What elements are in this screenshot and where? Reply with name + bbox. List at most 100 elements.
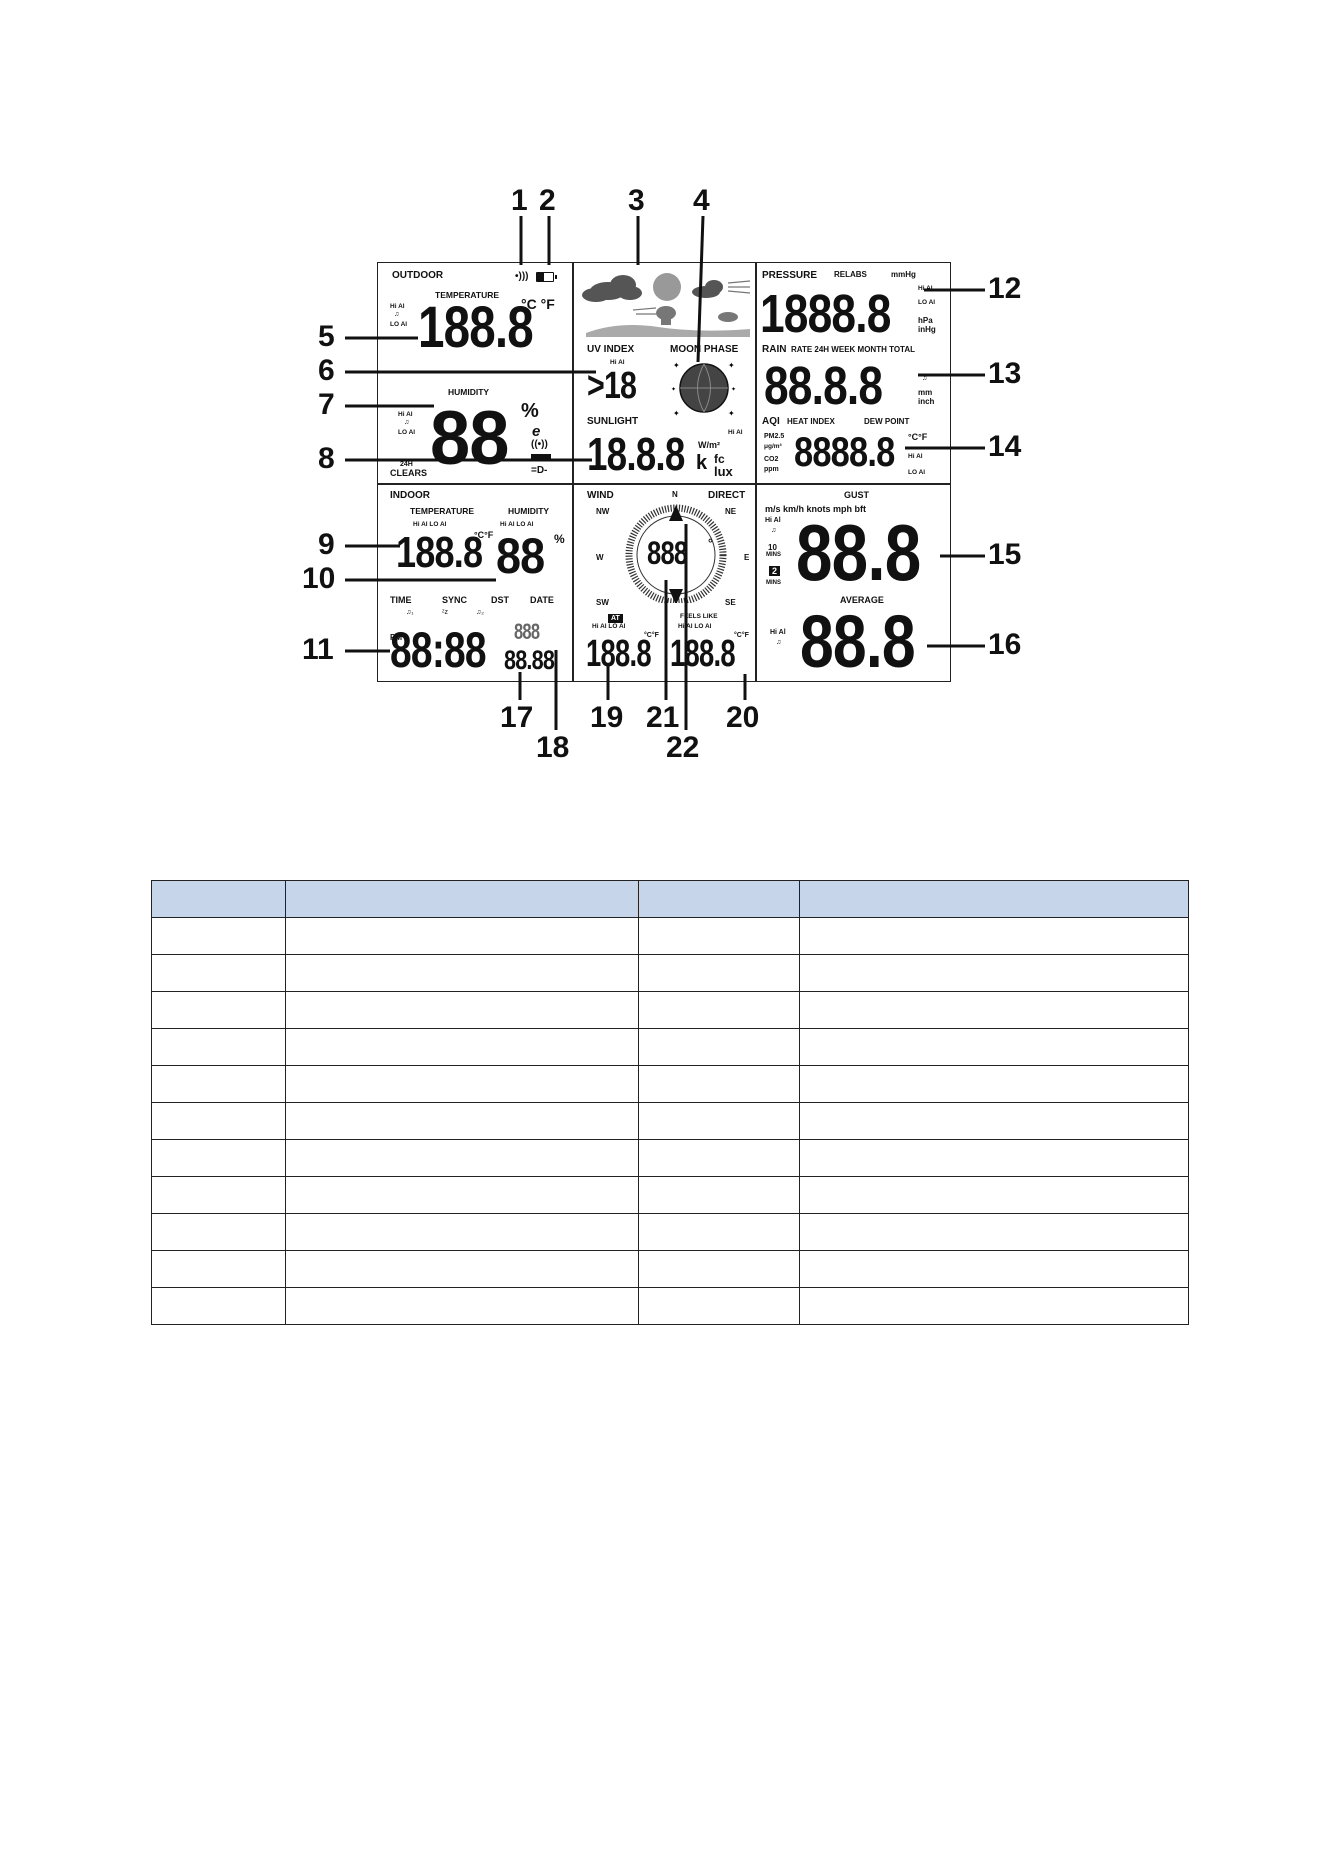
outdoor-humidity-value: 88 (430, 396, 509, 481)
feels-like-value: 188.8 (670, 633, 736, 675)
outdoor-temp-hi-al: Hi Al (390, 303, 405, 310)
outdoor-humidity-percent: % (521, 400, 539, 422)
table-cell (799, 954, 1189, 992)
svg-text:✦: ✦ (673, 361, 680, 370)
compass-n: N (672, 490, 678, 499)
table-cell (151, 917, 286, 955)
outdoor-temperature-label: TEMPERATURE (435, 290, 500, 300)
gust-ten: 10 (768, 543, 777, 552)
outdoor-temp-lo-al: LO Al (390, 321, 408, 328)
indoor-humidity-value: 88 (496, 528, 545, 584)
table-cell (799, 1102, 1189, 1140)
average-label: AVERAGE (840, 595, 884, 605)
table-cell (285, 917, 639, 955)
pressure-hpa: hPa (918, 316, 933, 325)
sunlight-unit-lux: lux (714, 464, 733, 479)
gust-two-mins: MINS (766, 580, 781, 586)
outdoor-humidity-label: HUMIDITY (448, 387, 490, 397)
wind-streak-icon (632, 307, 657, 315)
table-cell (151, 954, 286, 992)
sunlight-unit-k: k (696, 452, 708, 474)
cloud-icon (582, 275, 642, 302)
table-cell (151, 1176, 286, 1214)
aqi-label: AQI (762, 416, 780, 427)
gust-two-badge: 2 (769, 566, 781, 576)
wind-label: WIND (587, 490, 614, 501)
sunlight-unit-wm2: W/m² (698, 440, 720, 450)
callout-4: 4 (693, 184, 710, 217)
divider-right (755, 263, 757, 681)
table-header-row (151, 880, 1189, 918)
table-cell (799, 1287, 1189, 1325)
table-cell (151, 1102, 286, 1140)
alarm-bell-icon: ♫ (776, 639, 782, 646)
table-cell (638, 1250, 800, 1288)
alarm-bell-icon: ♫ (771, 527, 777, 534)
sunlight-label: SUNLIGHT (587, 416, 639, 427)
rain-mm: mm (918, 388, 933, 397)
wifi-signal-icon (531, 454, 551, 461)
alarm-1-icon: ♫₁ (406, 609, 414, 616)
rain-value: 88.8.8 (764, 356, 883, 416)
rain-label: RAIN (762, 344, 787, 355)
aqi-units: °C°F (908, 432, 928, 442)
feels-units: °C°F (734, 632, 749, 639)
wind-streak-icon (727, 280, 751, 294)
compass-w: W (596, 553, 604, 562)
table-cell (151, 1139, 286, 1177)
callout-14: 14 (988, 430, 1022, 463)
table-cell (285, 1139, 639, 1177)
callout-20: 20 (726, 701, 760, 734)
rain-modes: RATE 24H WEEK MONTH TOTAL (791, 345, 915, 354)
sunlight-hi-al: Hi Al (728, 429, 743, 436)
callout-12: 12 (988, 272, 1022, 305)
callout-17: 17 (500, 701, 534, 734)
table-cell (638, 1287, 800, 1325)
table-cell (638, 1176, 800, 1214)
callout-1: 1 (511, 184, 528, 217)
pressure-relabs: RELABS (834, 270, 867, 279)
callout-13: 13 (988, 357, 1022, 390)
table-cell (285, 1065, 639, 1103)
gust-units: m/s km/h knots mph bft (765, 504, 867, 514)
heat-index-label: HEAT INDEX (787, 417, 835, 426)
pm-indicator: PM (390, 633, 402, 642)
table-cell (638, 1213, 800, 1251)
weather-forecast-icons (582, 273, 751, 337)
table-cell (285, 991, 639, 1029)
table-row (151, 1176, 1189, 1214)
at-badge: AT (608, 614, 623, 623)
svg-text:✦: ✦ (728, 361, 735, 370)
table-cell (799, 917, 1189, 955)
callout-16: 16 (988, 628, 1022, 661)
table-row (151, 1028, 1189, 1066)
callout-6: 6 (318, 354, 335, 387)
indoor-temp-al-row: Hi Al LO Al (413, 521, 447, 528)
table-header-cell (799, 880, 1189, 918)
table-cell (285, 1102, 639, 1140)
compass-nw: NW (596, 507, 610, 516)
table-cell (799, 991, 1189, 1029)
pressure-inhg: inHg (918, 325, 936, 334)
table-cell (151, 1028, 286, 1066)
moon-phase-label: MOON PHASE (670, 344, 739, 355)
callout-5: 5 (318, 320, 335, 353)
south-arrow-icon (669, 589, 683, 603)
feels-like-label: FEELS LIKE (680, 613, 718, 620)
callout-22: 22 (666, 731, 700, 764)
clears-label: CLEARS (390, 468, 428, 478)
average-value: 88.8 (800, 600, 916, 683)
gust-label: GUST (844, 490, 870, 500)
outdoor-humidity-lo-al: LO Al (398, 429, 416, 436)
date-label: DATE (530, 595, 554, 605)
clock-value: 88:88 (390, 622, 487, 678)
comfort-icon: e (532, 423, 541, 440)
callout-21: 21 (646, 701, 680, 734)
table-header-cell (285, 880, 639, 918)
table-cell (151, 1065, 286, 1103)
uv-index-label: UV INDEX (587, 344, 635, 355)
pressure-value: 1888.8 (760, 284, 891, 344)
table-cell (151, 1287, 286, 1325)
callout-18: 18 (536, 731, 570, 764)
